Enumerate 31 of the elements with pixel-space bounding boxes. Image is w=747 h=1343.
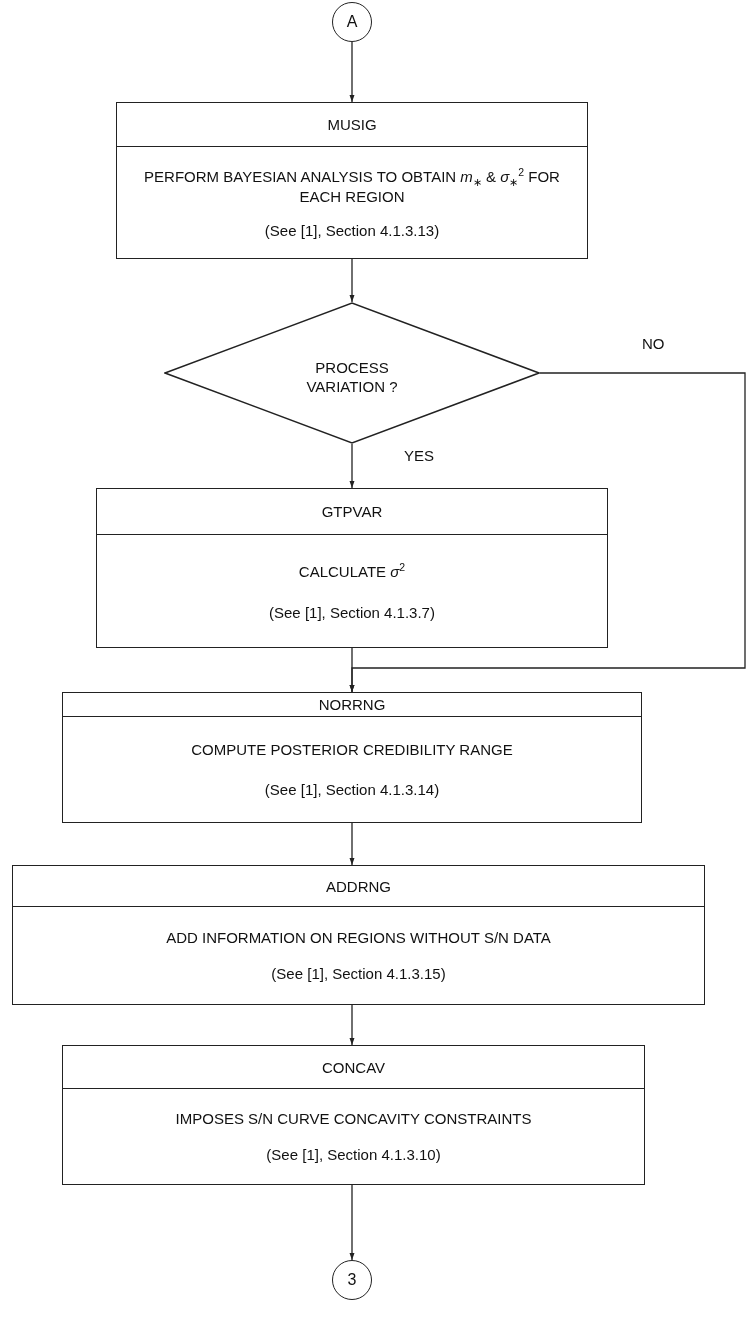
arrow: [349, 647, 355, 693]
process-box: [96, 488, 608, 648]
decision-diamond: [164, 302, 540, 444]
section-reference: (See [1], Section 4.1.3.15): [271, 965, 446, 983]
module-name: MUSIG: [327, 116, 377, 133]
process-description: PERFORM BAYESIAN ANALYSIS TO OBTAIN m$_{∗}$ & σ$_{∗}$$^{2}$ FOR EACH REGION: [143, 166, 561, 205]
arrow: [349, 41, 355, 103]
arrow: [349, 1004, 355, 1046]
process-box: [12, 865, 705, 1005]
process-description: IMPOSES S/N CURVE CONCAVITY CONSTRAINTS: [175, 1110, 532, 1127]
section-reference: (See [1], Section 4.1.3.14): [264, 780, 440, 798]
process-box: [62, 692, 642, 823]
arrow: [349, 258, 355, 303]
process-description: ADD INFORMATION ON REGIONS WITHOUT S/N DATA: [166, 928, 551, 946]
arrow: [349, 822, 355, 866]
module-name: NORRNG: [318, 696, 386, 713]
process-description: CALCULATE σ$^{2}$: [298, 561, 406, 580]
connector-circle: 3: [332, 1260, 372, 1300]
module-name: CONCAV: [321, 1058, 386, 1076]
process-box: [116, 102, 588, 259]
connector-circle: A: [332, 2, 372, 42]
module-name: ADDRNG: [326, 877, 391, 895]
decision-text: PROCESS VARIATION ?: [305, 357, 399, 397]
section-reference: (See [1], Section 4.1.3.13): [264, 222, 440, 239]
section-reference: (See [1], Section 4.1.3.10): [266, 1146, 441, 1163]
arrow: [349, 443, 355, 489]
section-reference: (See [1], Section 4.1.3.7): [269, 604, 435, 621]
process-box: [62, 1045, 645, 1185]
arrow: [349, 1184, 355, 1261]
process-description: COMPUTE POSTERIOR CREDIBILITY RANGE: [191, 741, 513, 759]
module-name: GTPVAR: [321, 503, 383, 520]
